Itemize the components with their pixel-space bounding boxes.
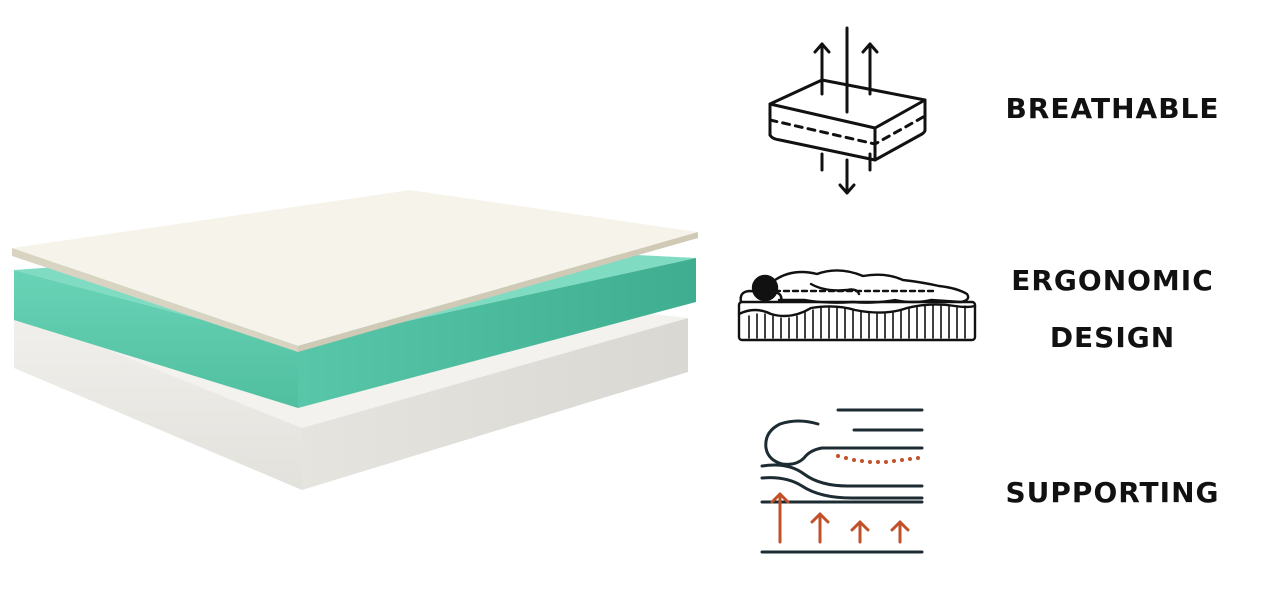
top-cover-layer [12,190,698,352]
design-label-line: DESIGN [1049,321,1176,354]
ergonomic-label-line: ERGONOMIC [1011,264,1214,297]
ergonomic-design-label: ERGONOMIC DESIGN [985,252,1240,366]
sleeping-person-icon [737,269,977,342]
breathable-airflow-icon [768,26,927,195]
spine-support-icon [760,408,924,554]
mattress-layers-image [12,190,698,490]
breathable-label-line: BREATHABLE [1005,92,1220,125]
supporting-label: SUPPORTING [985,464,1240,521]
supporting-label-line: SUPPORTING [1005,476,1220,509]
breathable-label: BREATHABLE [985,80,1240,137]
